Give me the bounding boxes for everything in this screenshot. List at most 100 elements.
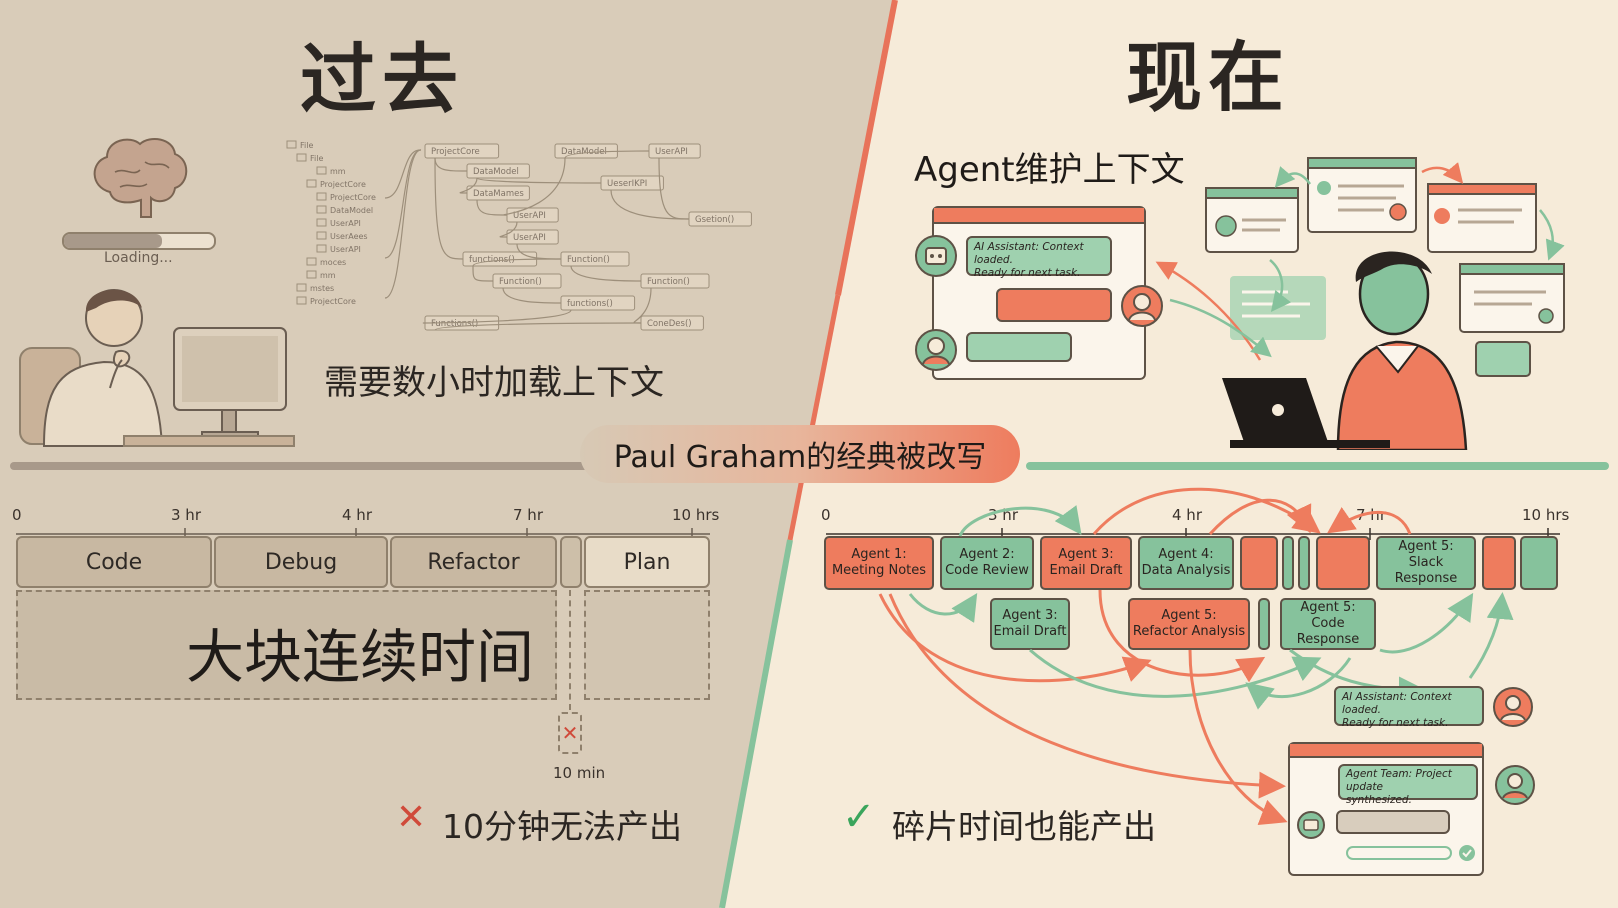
- past-tick-10hrs: 10 hrs: [672, 506, 720, 524]
- chat-bubble-ai-text: AI Assistant: Context loaded. Ready for …: [974, 241, 1084, 279]
- tree-item: mstes: [310, 284, 334, 293]
- past-tick-4hr: 4 hr: [342, 506, 372, 524]
- tree-folder-icon: [316, 205, 327, 214]
- tree-item: File: [300, 141, 313, 150]
- agent-block-meeting-notes: Agent 1: Meeting Notes: [824, 536, 934, 590]
- tree-folder-icon: [306, 270, 317, 279]
- present-verdict-mark: ✓: [842, 794, 876, 840]
- graph-edge: [422, 309, 572, 324]
- tree-item: moces: [320, 258, 346, 267]
- tree-folder-icon: [316, 166, 327, 175]
- graph-edge: [499, 221, 518, 238]
- cross-icon: ✕: [561, 721, 579, 745]
- tree-folder-icon: [316, 192, 327, 201]
- robot-avatar-icon: [915, 235, 957, 277]
- team-chat-input: [1346, 846, 1452, 860]
- present-tick-0: 0: [821, 506, 831, 524]
- chat-bubble-reply: [966, 332, 1072, 362]
- graph-edge: [503, 157, 566, 216]
- send-check-icon: [1459, 845, 1475, 861]
- present-title: 现在: [1126, 33, 1290, 122]
- agent-block-small-3: [1298, 536, 1310, 590]
- agent-block-data-analysis: Agent 4: Data Analysis: [1138, 536, 1234, 590]
- tree-folder-icon: [316, 231, 327, 240]
- thinking-person-illustration: [19, 289, 295, 447]
- robot-small-icon: [1297, 811, 1325, 839]
- block-plan: Plan: [584, 536, 710, 588]
- graph-edge: [384, 149, 422, 299]
- past-tick-7hr: 7 hr: [513, 506, 543, 524]
- graph-node-label: Function(): [499, 277, 542, 287]
- graph-edge: [476, 199, 508, 216]
- context-arrows: [1155, 261, 1272, 361]
- tree-item: File: [310, 154, 323, 163]
- multitasking-person-illustration: [1205, 157, 1565, 450]
- past-tick-0: 0: [12, 506, 22, 524]
- past-verdict-mark: ✕: [396, 797, 427, 838]
- brain-icon: [93, 137, 188, 218]
- graph-node: [424, 143, 500, 159]
- graph-edge: [384, 149, 422, 259]
- chat-bubble-user: [996, 288, 1112, 322]
- present-verdict: 碎片时间也能产出: [892, 807, 1156, 846]
- agent-block-email-draft-2: Agent 3: Email Draft: [990, 598, 1070, 650]
- ai-context-bubble-text: AI Assistant: Context loaded. Ready for …: [1342, 691, 1452, 729]
- agent-block-small-1: [1240, 536, 1278, 590]
- loading-bar: [62, 232, 216, 250]
- graph-edge: [384, 149, 422, 199]
- agent-flow-arrows: [878, 487, 1514, 826]
- graph-edge: [434, 157, 468, 172]
- graph-edge: [472, 265, 494, 282]
- loading-label: Loading...: [104, 250, 173, 266]
- past-caption: 需要数小时加载上下文: [324, 363, 664, 403]
- graph-edge: [564, 150, 650, 159]
- continuous-time-area: [16, 590, 557, 700]
- graph-node-label: UserAPI: [513, 233, 546, 243]
- tree-item: ProjectCore: [330, 193, 376, 202]
- graph-node-label: Function(): [647, 277, 690, 287]
- past-tick-3hr: 3 hr: [171, 506, 201, 524]
- block-code: Code: [16, 536, 212, 588]
- agent-block-code-review: Agent 2: Code Review: [940, 536, 1034, 590]
- user-avatar-icon: [1121, 285, 1163, 327]
- agent-block-small-6: [1520, 536, 1558, 590]
- center-banner: Paul Graham的经典被改写: [580, 425, 1020, 483]
- tree-folder-icon: [316, 218, 327, 227]
- man-avatar-icon: [1495, 765, 1535, 805]
- past-title: 过去: [300, 35, 464, 124]
- chat-bubble-ai: AI Assistant: Context loaded. Ready for …: [966, 236, 1112, 279]
- chat-window-titlebar: [934, 208, 1144, 224]
- agent-block-code-response: Agent 5: Code Response: [1280, 598, 1376, 650]
- graph-node-label: DataMames: [473, 189, 524, 199]
- agent-block-slack-response: Agent 5: Slack Response: [1376, 536, 1476, 590]
- tree-folder-icon: [286, 140, 297, 149]
- graph-edge: [476, 177, 602, 184]
- agent-block-small-7: [1258, 598, 1270, 650]
- woman-avatar-icon: [1493, 687, 1533, 727]
- tree-item: ProjectCore: [310, 297, 356, 306]
- tree-item: mm: [320, 271, 336, 280]
- graph-node-label: DataModel: [473, 167, 519, 177]
- graph-node-label: functions(): [469, 255, 515, 265]
- graph-node-label: functions(): [567, 299, 613, 309]
- agent-caption: Agent维护上下文: [914, 150, 1185, 190]
- agent-block-email-draft: Agent 3: Email Draft: [1040, 536, 1132, 590]
- gap-box: ✕: [558, 712, 582, 754]
- graph-edge: [459, 177, 478, 194]
- graph-node-label: DataModel: [561, 147, 607, 157]
- tree-item: UserAees: [330, 232, 368, 241]
- plan-area: [584, 590, 710, 700]
- graph-node-label: Functions(): [431, 319, 478, 329]
- past-verdict: 10分钟无法产出: [442, 807, 682, 846]
- present-tick-7hr: 7 hr: [1356, 506, 1386, 524]
- graph-node-label: Gsetion(): [695, 215, 734, 225]
- tree-folder-icon: [296, 296, 307, 305]
- person-avatar-icon: [915, 329, 957, 371]
- agent-block-small-4: [1316, 536, 1370, 590]
- team-update-bubble-text: Agent Team: Project update synthesized.: [1346, 768, 1452, 806]
- block-gap: [560, 536, 582, 588]
- present-tick-10hrs: 10 hrs: [1522, 506, 1570, 524]
- team-update-bubble: Agent Team: Project update synthesized.: [1338, 764, 1478, 806]
- loading-bar-fill: [64, 234, 162, 248]
- graph-node-label: Function(): [567, 255, 610, 265]
